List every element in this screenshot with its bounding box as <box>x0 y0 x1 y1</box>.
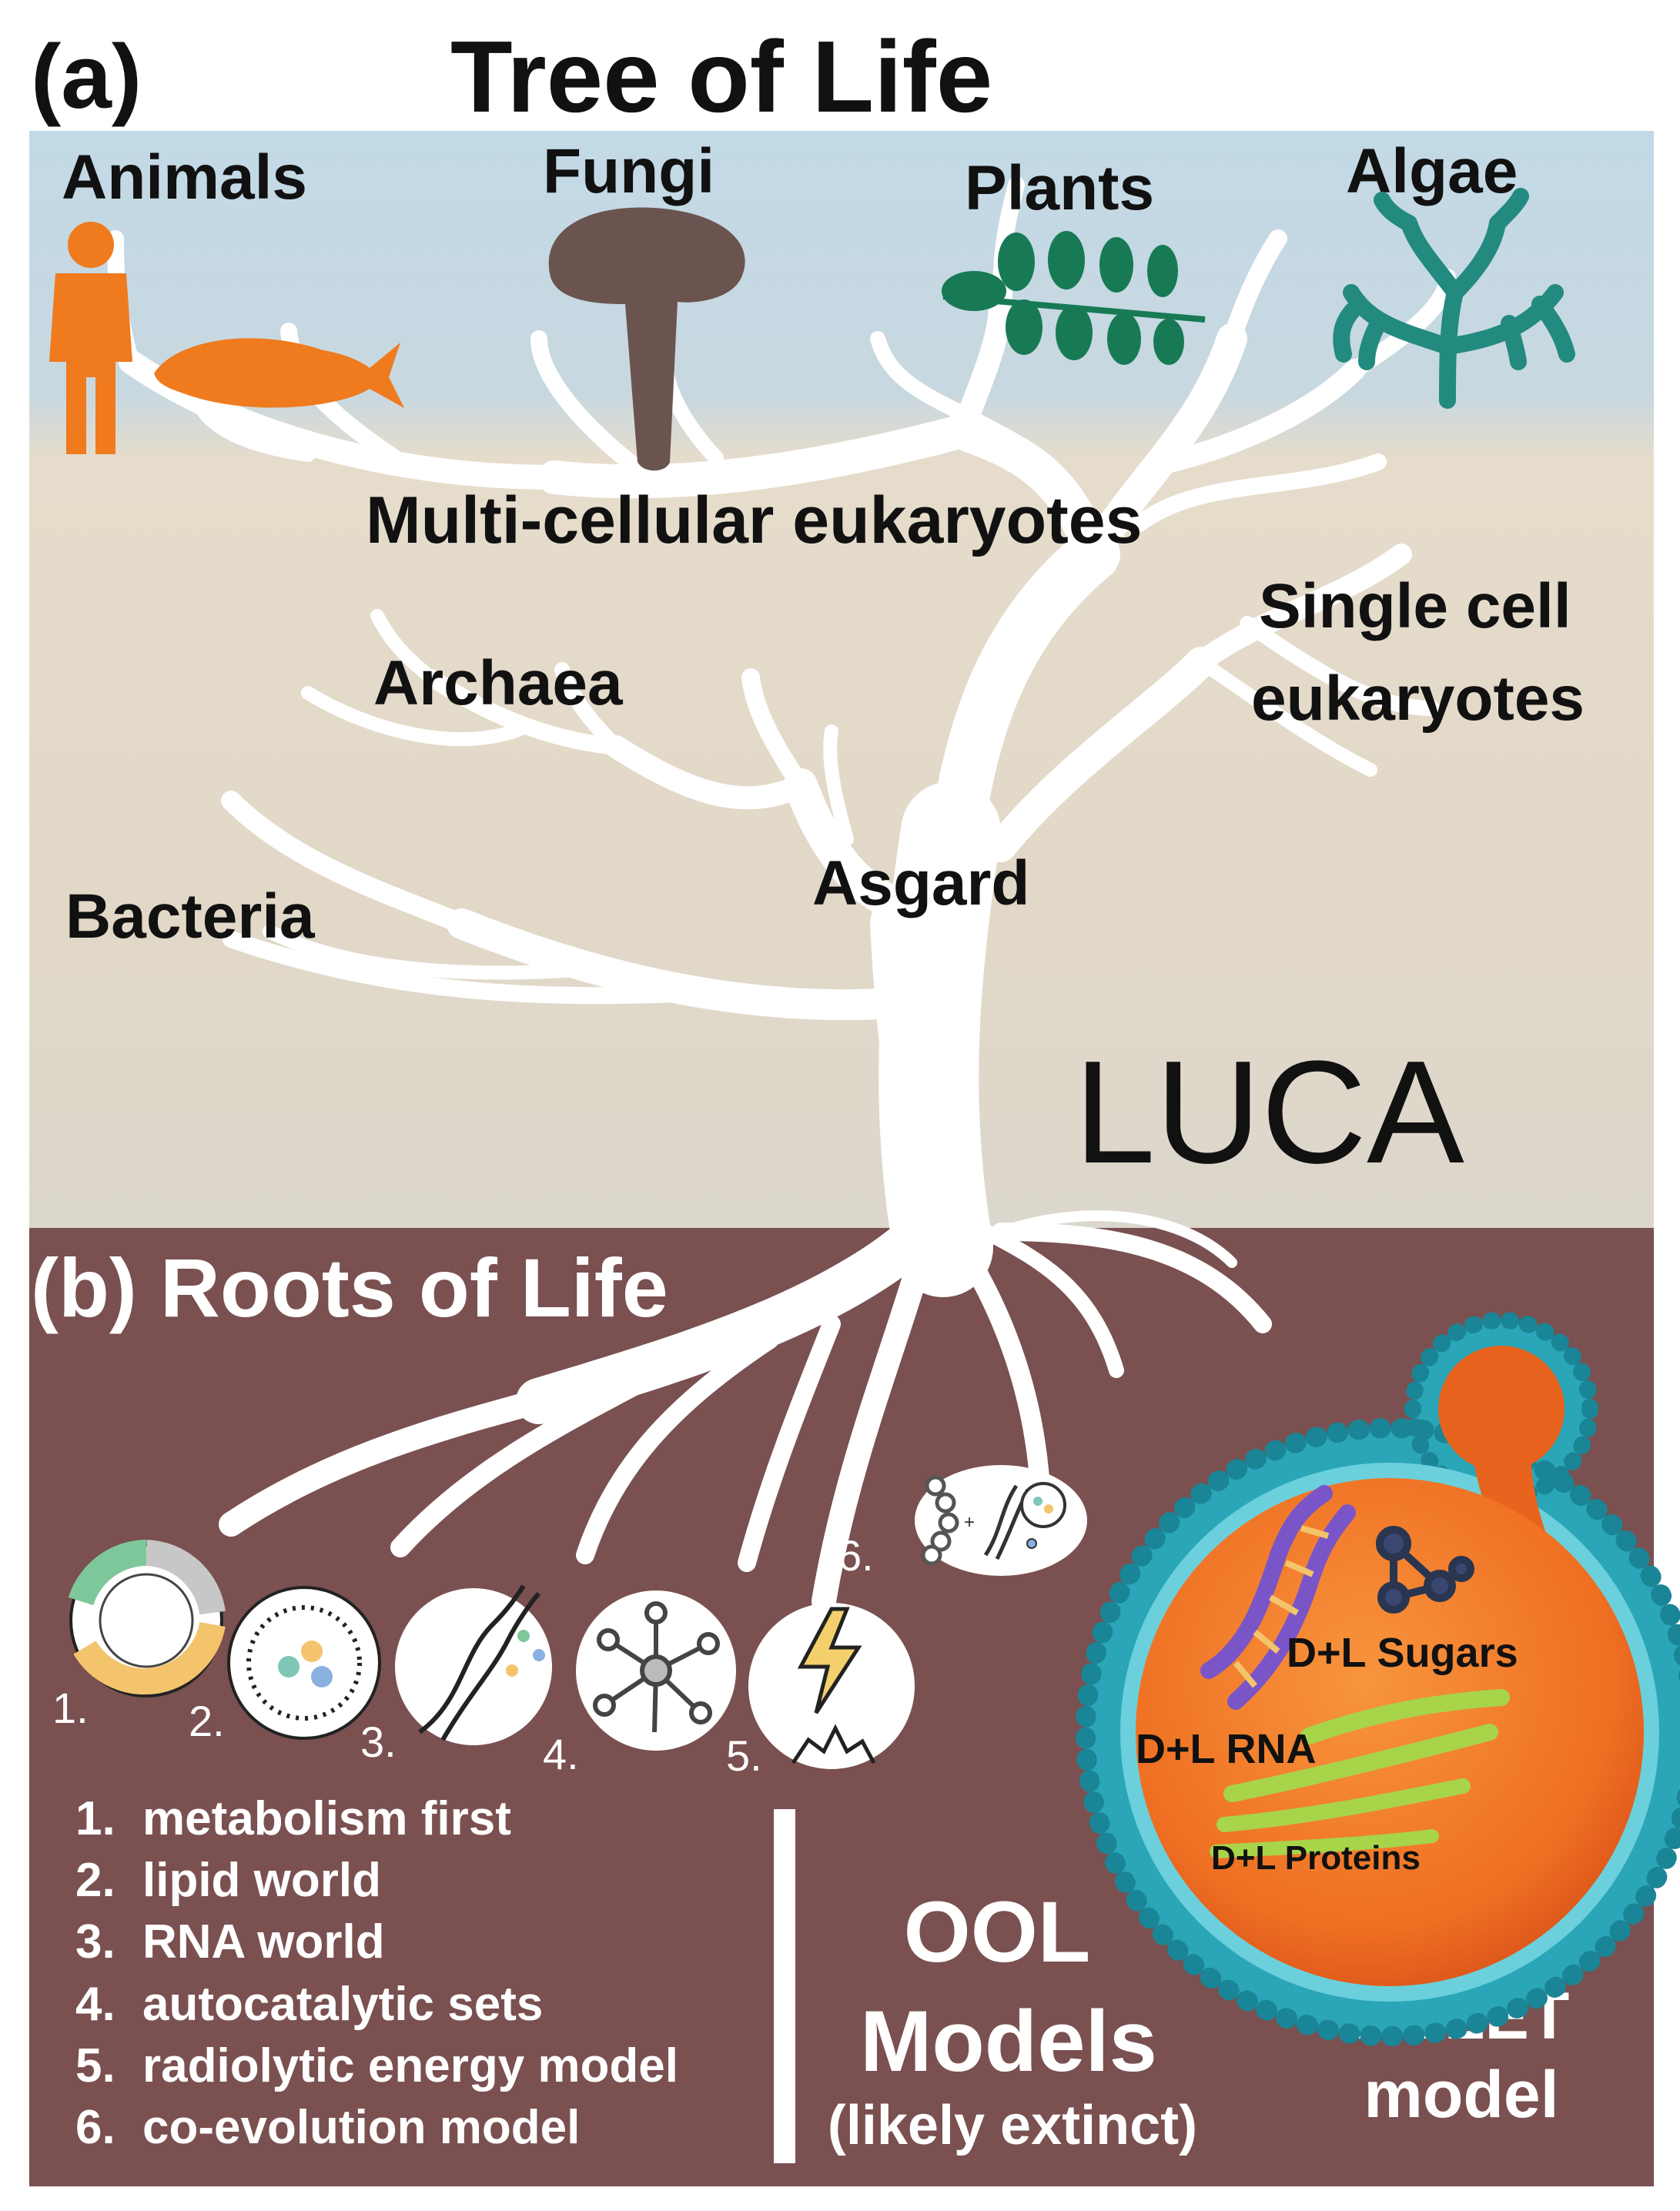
label-algae: Algae <box>1346 136 1518 206</box>
legend-num-4: 4. <box>75 1978 115 2031</box>
label-luca: LUCA <box>1074 1031 1464 1194</box>
algae-icon <box>1333 188 1575 409</box>
leaf-icon <box>942 231 1206 365</box>
likely-extinct-label: (likely extinct) <box>828 2095 1197 2156</box>
legend-num-1: 1. <box>75 1792 115 1845</box>
legend-num-3: 3. <box>75 1915 115 1968</box>
metabolism-cycle-icon <box>68 1540 226 1698</box>
models-label: Models <box>860 1993 1157 2089</box>
icon-number-1: 1. <box>52 1684 89 1732</box>
label-single-cell-line2: eukaryotes <box>1251 664 1585 734</box>
label-fungi: Fungi <box>543 136 715 206</box>
label-asgard: Asgard <box>812 848 1030 918</box>
legend-text-4: autocatalytic sets <box>142 1978 543 2031</box>
panel-a-label: (a) <box>31 26 142 128</box>
icon-number-5: 5. <box>726 1731 762 1780</box>
human-icon <box>49 222 132 454</box>
icon-number-2: 2. <box>189 1697 225 1745</box>
tree-of-life-title: Tree of Life <box>450 20 992 133</box>
legend-text-2: lipid world <box>142 1854 381 1907</box>
polet-protocell: D+L Sugars D+L RNA D+L Proteins <box>1076 1312 1680 2046</box>
label-dl-proteins: D+L Proteins <box>1211 1839 1421 1877</box>
autocatalytic-network-icon <box>576 1591 736 1751</box>
icon-number-6: 6. <box>838 1531 874 1580</box>
icon-number-3: 3. <box>360 1718 397 1766</box>
radiolytic-lightning-icon <box>748 1603 915 1769</box>
label-single-cell-line1: Single cell <box>1259 571 1571 641</box>
legend-text-1: metabolism first <box>142 1792 511 1845</box>
lipid-vesicle-icon <box>227 1586 381 1740</box>
label-dl-rna: D+L RNA <box>1136 1726 1317 1772</box>
icon-number-4: 4. <box>543 1730 579 1778</box>
label-archaea: Archaea <box>373 648 624 718</box>
legend-text-3: RNA world <box>142 1915 385 1968</box>
mushroom-icon <box>548 207 745 471</box>
svg-text:+: + <box>964 1512 975 1533</box>
legend-num-6: 6. <box>75 2101 115 2154</box>
legend-text-5: radiolytic energy model <box>142 2039 678 2092</box>
label-plants: Plants <box>965 153 1154 223</box>
legend-text-6: co-evolution model <box>142 2101 580 2154</box>
vertical-divider <box>774 1809 795 2163</box>
co-evolution-icon: + <box>915 1465 1087 1576</box>
label-bacteria: Bacteria <box>65 881 316 952</box>
label-animals: Animals <box>62 142 307 212</box>
label-multicellular-eukaryotes: Multi-cellular eukaryotes <box>366 483 1142 557</box>
label-dl-sugars: D+L Sugars <box>1287 1630 1518 1676</box>
fish-icon <box>154 338 404 408</box>
ool-label: OOL <box>904 1884 1091 1980</box>
roots-of-life-title: (b) Roots of Life <box>31 1241 668 1334</box>
model-label: model <box>1364 2058 1558 2132</box>
legend-num-2: 2. <box>75 1854 115 1907</box>
rna-world-icon <box>395 1584 552 1745</box>
legend-num-5: 5. <box>75 2039 115 2092</box>
ool-model-legend: 1. metabolism first 2. lipid world 3. RN… <box>75 1792 678 2154</box>
